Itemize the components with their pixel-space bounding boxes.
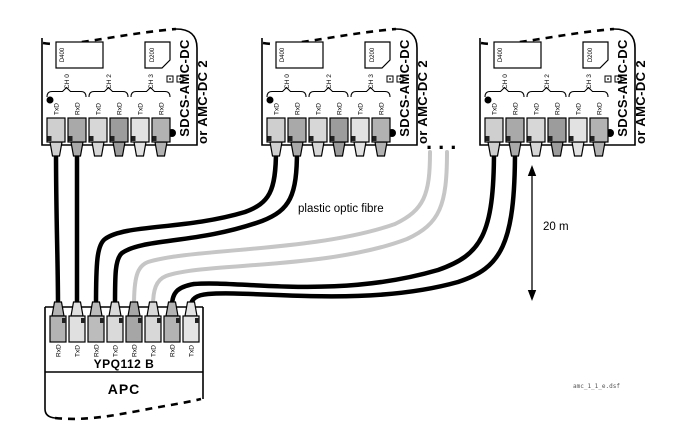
apc-connectors — [49, 301, 200, 343]
port-label: RxD — [75, 102, 82, 115]
port-label: RxD — [117, 102, 124, 115]
fibre-annotation: plastic optic fibre — [298, 203, 384, 215]
port-label: TxD — [75, 345, 82, 357]
optic-fibre-cables — [52, 146, 519, 310]
port-label: TxD — [138, 103, 145, 115]
port-label: TxD — [358, 103, 365, 115]
port-label: TxD — [534, 103, 541, 115]
apc-torn-edge — [54, 397, 202, 421]
chip-label: D400 — [280, 47, 286, 62]
port-label: TxD — [96, 103, 103, 115]
chip-label: D400 — [498, 47, 504, 62]
arrowhead-up — [527, 165, 537, 176]
port-label: TxD — [54, 103, 61, 115]
port-label: TxD — [113, 345, 120, 357]
board-title: SDCS-AMC-DC — [177, 39, 192, 137]
port-label: RxD — [379, 102, 386, 115]
channel-label: CH 0 — [502, 74, 509, 89]
board-subtitle: or AMC-DC 2 — [415, 60, 430, 144]
board-title: SDCS-AMC-DC — [615, 39, 630, 137]
amc-board-1-labels: SDCS-AMC-DC or AMC-DC 2 D400 D200 CH 0 C… — [54, 39, 211, 144]
channel-label: CH 0 — [64, 74, 71, 89]
chip-label: D400 — [60, 47, 66, 62]
port-label: TxD — [316, 103, 323, 115]
channel-label: CH 3 — [148, 74, 155, 89]
fibre-cable-grey-1 — [132, 150, 432, 308]
port-label: RxD — [597, 102, 604, 115]
port-label: RxD — [56, 344, 63, 357]
channel-label: CH 2 — [326, 74, 333, 89]
fibre-cable-black-1 — [53, 147, 61, 309]
port-label: TxD — [492, 103, 499, 115]
channel-label: CH 2 — [544, 74, 551, 89]
port-label: RxD — [513, 102, 520, 115]
channel-label: CH 3 — [586, 74, 593, 89]
arrowhead-down — [527, 290, 537, 301]
amc-board-3-labels: SDCS-AMC-DC or AMC-DC 2 D400 D200 CH 0 C… — [492, 39, 649, 144]
board-subtitle: or AMC-DC 2 — [633, 60, 648, 144]
fibre-cable-black-6 — [188, 147, 518, 309]
port-label: TxD — [189, 345, 196, 357]
more-boards-ellipsis: ... — [426, 129, 462, 154]
distance-label: 20 m — [543, 221, 569, 233]
chip-label: D200 — [370, 47, 376, 62]
port-label: RxD — [159, 102, 166, 115]
port-label: RxD — [555, 102, 562, 115]
chip-label: D200 — [588, 47, 594, 62]
fibre-cable-grey-2 — [151, 150, 449, 308]
port-label: TxD — [151, 345, 158, 357]
drawing-filename: amc_1_1_e.dsf — [573, 383, 620, 390]
apc-labels: RxD TxD RxD TxD RxD TxD RxD TxD YPQ112 B… — [56, 344, 196, 397]
chip-label: D200 — [150, 47, 156, 62]
port-label: RxD — [337, 102, 344, 115]
port-label: RxD — [94, 344, 101, 357]
channel-label: CH 3 — [368, 74, 375, 89]
fibre-cable-black-4 — [112, 147, 300, 309]
port-label: TxD — [576, 103, 583, 115]
channel-label: CH 0 — [284, 74, 291, 89]
apc-board-model: YPQ112 B — [94, 357, 155, 371]
channel-label: CH 2 — [106, 74, 113, 89]
port-label: RxD — [170, 344, 177, 357]
board-subtitle: or AMC-DC 2 — [195, 60, 210, 144]
port-label: TxD — [274, 103, 281, 115]
apc-unit-name: APC — [108, 381, 141, 397]
amc-board-2-labels: SDCS-AMC-DC or AMC-DC 2 D400 D200 CH 0 C… — [274, 39, 431, 144]
fibre-cable-black-3 — [93, 147, 279, 309]
board-title: SDCS-AMC-DC — [397, 39, 412, 137]
distance-arrow: 20 m — [527, 165, 569, 301]
fibre-cable-black-5 — [169, 147, 497, 309]
port-label: RxD — [132, 344, 139, 357]
port-label: RxD — [295, 102, 302, 115]
